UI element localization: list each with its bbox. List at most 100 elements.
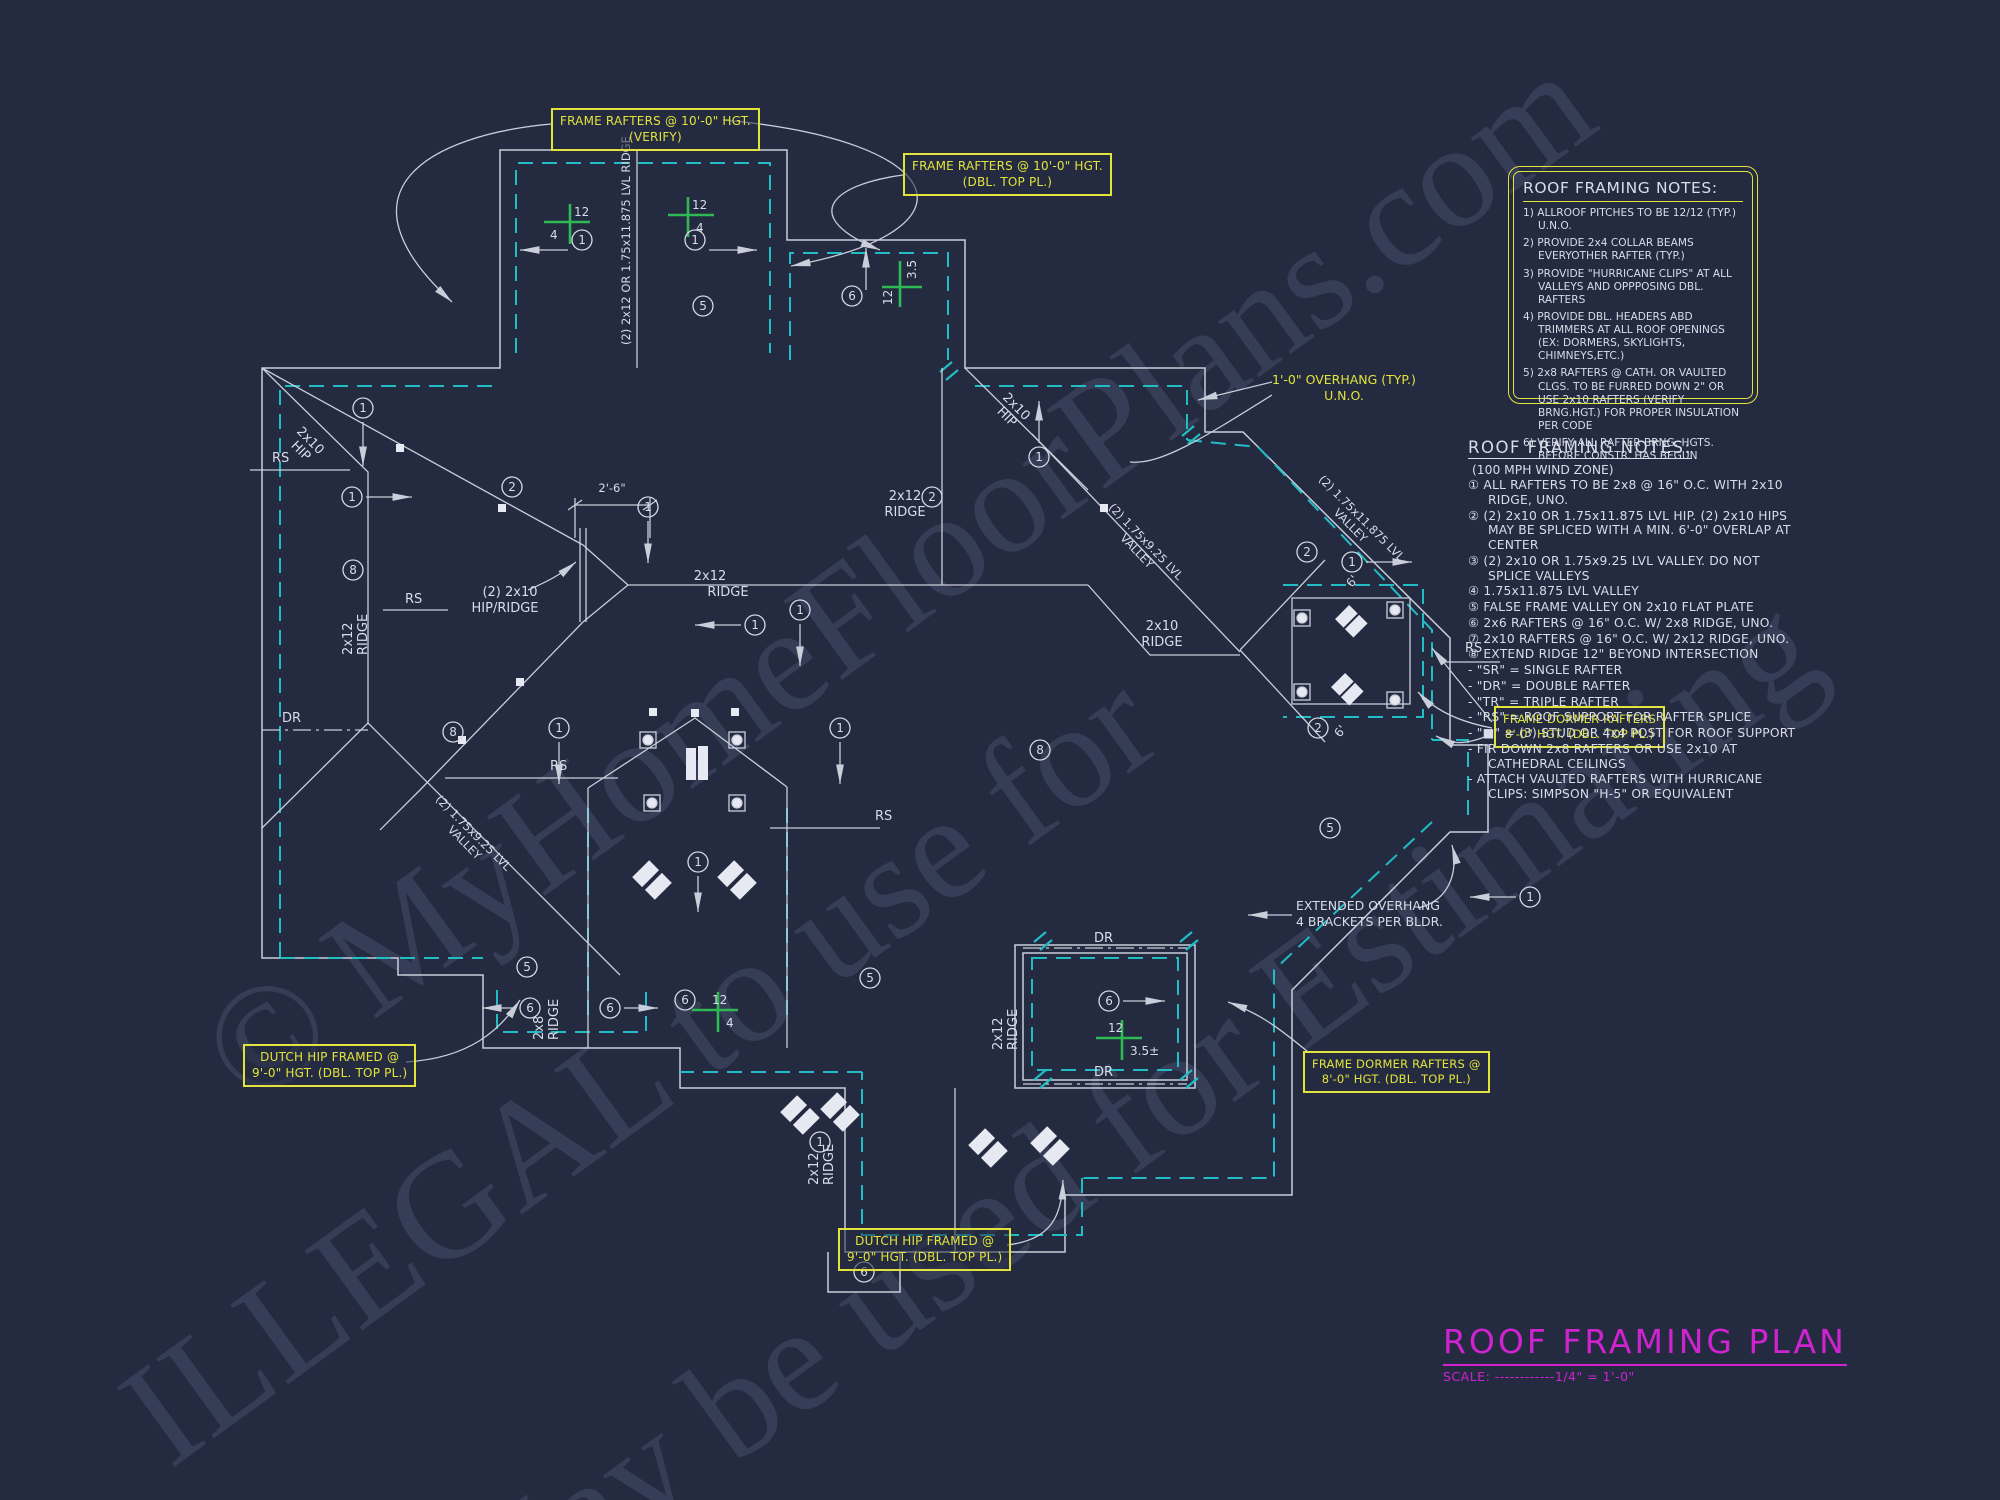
svg-text:5: 5 [523,960,531,974]
callout-dutch-hip-1: DUTCH HIP FRAMED @ 9'-0" HGT. (DBL. TOP … [243,1044,417,1088]
svg-text:12: 12 [881,290,895,305]
roof-framing-notes-list: ROOF FRAMING NOTES: (100 MPH WIND ZONE) … [1468,438,1804,802]
svg-text:6: 6 [526,1001,534,1015]
svg-text:6: 6 [606,1001,614,1015]
svg-text:RS: RS [405,592,422,607]
note-item: - "RS" = ROOF SUPPORT FOR RAFTER SPLICE [1468,710,1752,725]
callout-frame-rafters-dbl: FRAME RAFTERS @ 10'-0" HGT. (DBL. TOP PL… [903,153,1112,197]
roof-framing-notes-box: ROOF FRAMING NOTES: 1) ALLROOF PITCHES T… [1508,166,1758,462]
svg-text:2x12: 2x12 [991,1017,1006,1050]
diamond-markers [632,605,1368,1168]
svg-text:4: 4 [696,221,704,235]
svg-text:2: 2 [928,490,936,504]
svg-text:1: 1 [691,233,699,247]
note-item: - "DR" = DOUBLE RAFTER [1468,678,1631,693]
callout-frame-rafters-verify: FRAME RAFTERS @ 10'-0" HGT. (VERIFY) [551,108,760,152]
note-item: 5) 2x8 RAFTERS @ CATH. OR VAULTED CLGS. … [1523,367,1740,432]
roof-perimeter [261,149,1489,1293]
svg-text:1: 1 [836,721,844,735]
note-item: ④ 1.75x11.875 LVL VALLEY [1468,584,1640,599]
key-numbers: 1 1 1 1 1 1 1 1 1 1 1 1 1 1 2 2 2 2 5 5 … [341,229,1541,1283]
svg-text:3.5±: 3.5± [1130,1044,1159,1058]
svg-text:2: 2 [508,480,516,494]
label-extended-overhang: EXTENDED OVERHANG 4 BRACKETS PER BLDR. [1296,898,1443,930]
pitch-mark: 3.5 12 [881,260,922,307]
svg-text:RIDGE: RIDGE [1006,1009,1021,1050]
svg-text:DR: DR [1094,1065,1113,1080]
svg-text:1: 1 [751,618,759,632]
svg-text:2x12: 2x12 [341,622,356,655]
svg-text:1: 1 [348,490,356,504]
label-ridge: RIDGE [707,585,748,600]
dim-6ft-top: 6' [1343,573,1361,590]
svg-text:6: 6 [1105,994,1113,1008]
svg-text:6: 6 [860,1265,868,1279]
dim-6ft-bottom: 6' [1331,723,1349,740]
callout-text: FRAME RAFTERS @ 10'-0" HGT. [560,114,751,128]
dr-lines [262,729,1187,1085]
svg-text:RIDGE: RIDGE [822,1144,837,1185]
svg-text:DR: DR [1094,931,1113,946]
page-title: ROOF FRAMING PLAN [1443,1322,1847,1366]
svg-text:RIDGE: RIDGE [884,505,925,520]
pitch-mark: 12 4 [668,197,714,237]
svg-text:2: 2 [1303,545,1311,559]
svg-text:2x8: 2x8 [532,1016,547,1040]
svg-text:2x12: 2x12 [889,489,922,504]
svg-text:1: 1 [694,855,702,869]
svg-text:2x10: 2x10 [1146,619,1179,634]
label-overhang: 1'-0" OVERHANG (TYP.) U.N.O. [1272,372,1416,404]
pitch-mark: 12 4 [692,992,738,1032]
note-item: ② (2) 2x10 OR 1.75x11.875 LVL HIP. (2) 2… [1468,508,1791,553]
note-item: 1) ALLROOF PITCHES TO BE 12/12 (TYP.) U.… [1523,207,1737,233]
svg-text:8: 8 [349,563,357,577]
svg-text:RS: RS [1465,641,1482,656]
svg-text:3.5: 3.5 [905,260,919,279]
notes-list-title: ROOF FRAMING NOTES: [1468,438,1692,459]
svg-text:6: 6 [681,993,689,1007]
post-squares [396,444,1108,780]
svg-text:5: 5 [699,299,707,313]
svg-text:2x12: 2x12 [807,1152,822,1185]
note-item: ⑥ 2x6 RAFTERS @ 16" O.C. W/ 2x8 RIDGE, U… [1468,615,1774,630]
callout-dutch-hip-2: DUTCH HIP FRAMED @ 9'-0" HGT. (DBL. TOP … [838,1228,1012,1272]
svg-text:2: 2 [1314,721,1322,735]
dim-2-6: 2'-6" [598,481,625,495]
svg-text:RS: RS [550,759,567,774]
note-item: 2) PROVIDE 2x4 COLLAR BEAMS EVERYOTHER R… [1523,237,1694,263]
svg-text:1: 1 [1348,555,1356,569]
note-item: ① ALL RAFTERS TO BE 2x8 @ 16" O.C. WITH … [1468,478,1783,507]
note-item: - FIR DOWN 2x8 RAFTERS OR USE 2x10 AT CA… [1468,741,1738,771]
scale-label: SCALE: ------------1/4" = 1'-0" [1443,1369,1635,1384]
svg-text:4: 4 [726,1016,734,1030]
note-item: ⑧ EXTEND RIDGE 12" BEYOND INTERSECTION [1468,647,1759,662]
svg-text:1: 1 [796,603,804,617]
svg-text:12: 12 [692,198,707,212]
svg-text:1: 1 [578,233,586,247]
svg-text:RIDGE: RIDGE [547,999,562,1040]
pitch-mark: 12 4 [544,204,590,244]
note-item: 3) PROVIDE "HURRICANE CLIPS" AT ALL VALL… [1523,267,1732,306]
note-item: - "TR" = TRIPLE RAFTER [1468,694,1620,709]
svg-text:1: 1 [1526,890,1534,904]
svg-text:RS: RS [272,451,289,466]
svg-text:12: 12 [712,993,727,1007]
svg-text:RIDGE: RIDGE [356,614,371,655]
notes-box-title: ROOF FRAMING NOTES: [1523,179,1743,202]
callout-dormer-rafters-2: FRAME DORMER RAFTERS @ 8'-0" HGT. (DBL. … [1303,1051,1490,1093]
pitch-mark: 12 3.5± [1096,1020,1159,1060]
svg-text:8: 8 [449,725,457,739]
svg-text:HIP/RIDGE: HIP/RIDGE [472,601,539,616]
svg-text:1: 1 [816,1135,824,1149]
note-item: - "■" = (3) STUD OR 4x4 POST FOR ROOF SU… [1468,726,1796,740]
svg-text:1: 1 [1035,450,1043,464]
note-item: 4) PROVIDE DBL. HEADERS ABD TRIMMERS AT … [1523,310,1725,363]
svg-text:1: 1 [359,401,367,415]
svg-text:4: 4 [550,228,558,242]
leader-lines [395,119,1493,1246]
note-item: - "SR" = SINGLE RAFTER [1468,663,1623,677]
svg-text:6: 6 [848,289,856,303]
notes-list-subtitle: (100 MPH WIND ZONE) [1472,463,1614,477]
